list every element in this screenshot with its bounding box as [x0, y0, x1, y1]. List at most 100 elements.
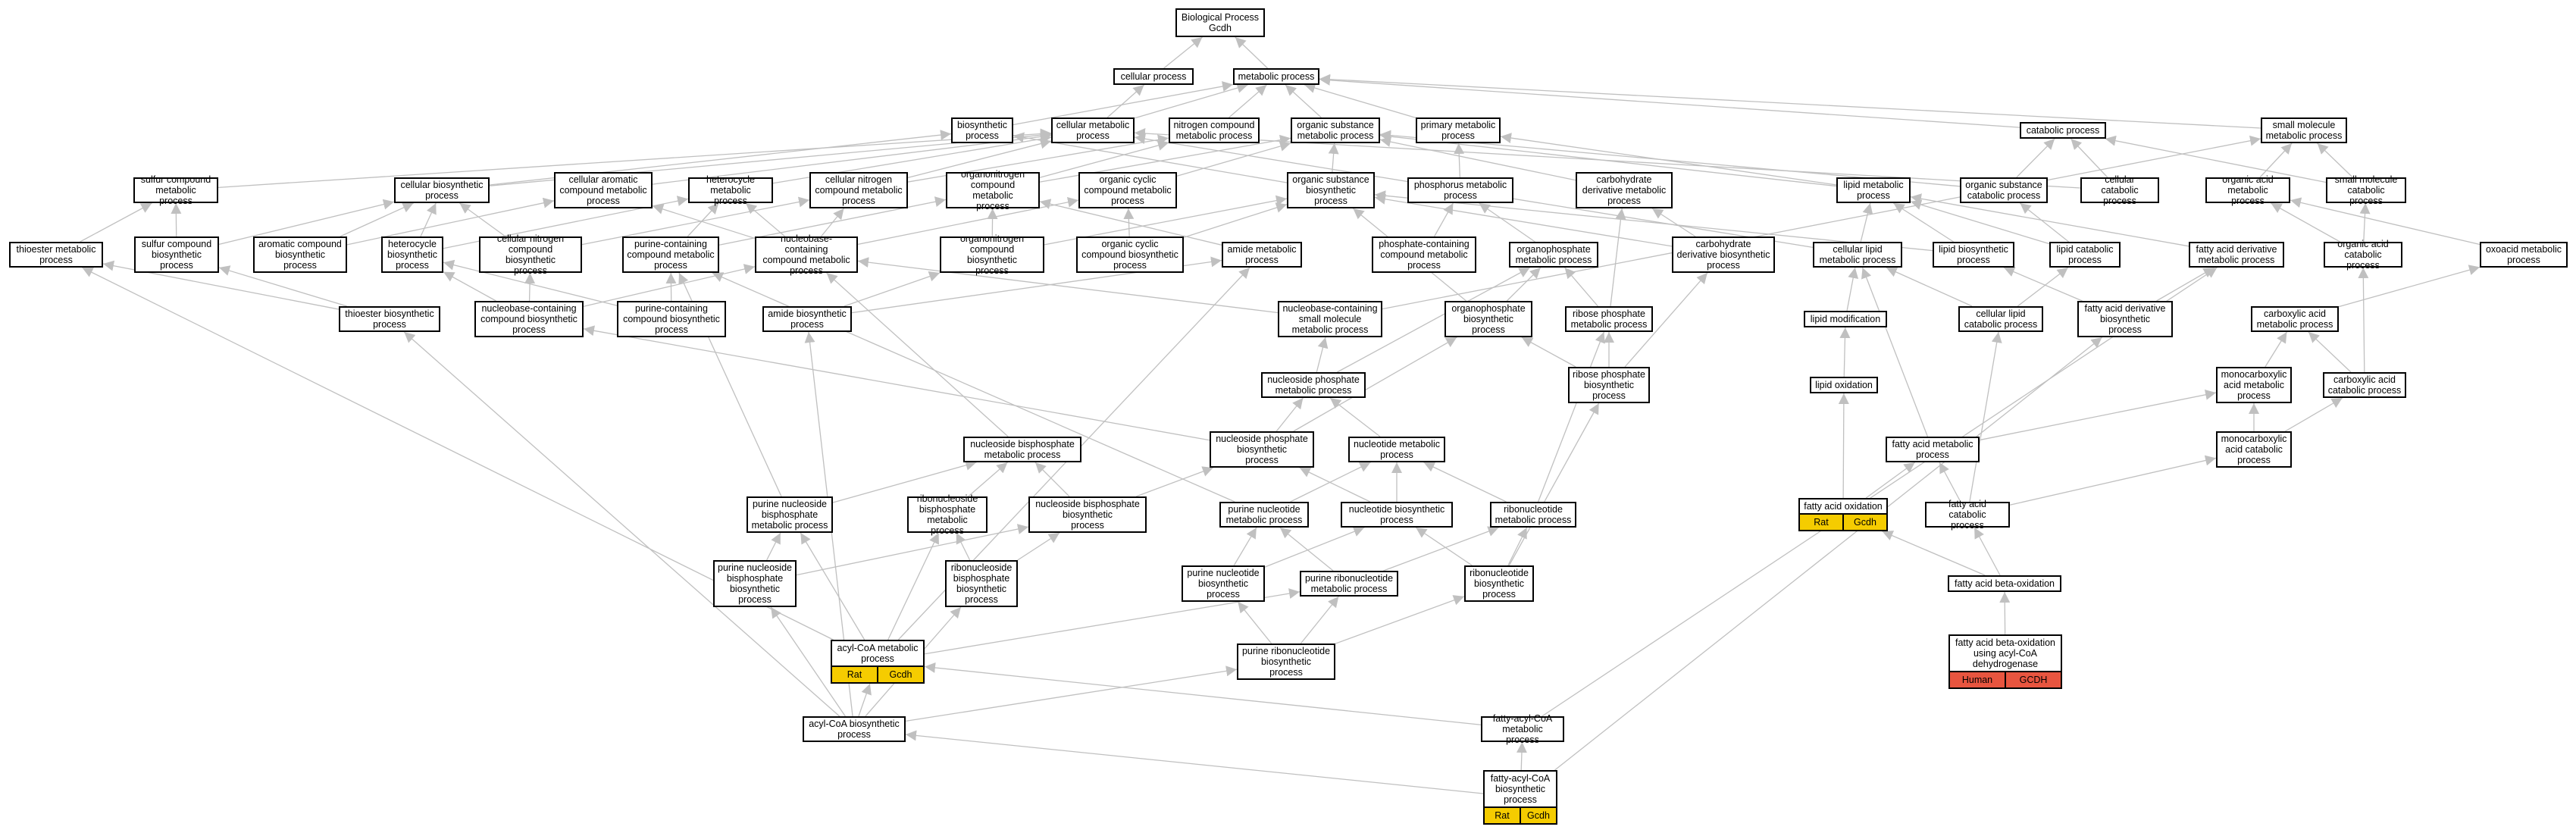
go-term-scmp[interactable]: sulfur compound metabolic process: [133, 174, 218, 206]
go-term-nbsmmp[interactable]: nucleobase-containing small molecule met…: [1278, 301, 1382, 337]
go-term-acbp[interactable]: aromatic compound biosynthetic process: [253, 236, 347, 273]
go-term-faboacd[interactable]: fatty acid beta-oxidation using acyl-CoA…: [1948, 634, 2062, 689]
go-term-acoabp[interactable]: acyl-CoA biosynthetic process: [803, 716, 906, 742]
go-term-smmp[interactable]: small molecule metabolic process: [2261, 117, 2347, 143]
go-term-nbcbp[interactable]: nucleobase-containing compound biosynthe…: [474, 301, 584, 337]
go-term-fadmp[interactable]: fatty acid derivative metabolic process: [2189, 242, 2284, 268]
edge-rpbp-to-opbp: [1521, 337, 1576, 368]
go-term-rnmp[interactable]: ribonucleotide metabolic process: [1490, 502, 1576, 528]
edge-oncmp-to-ncmp: [1039, 140, 1169, 178]
go-term-mp[interactable]: metabolic process: [1233, 68, 1319, 85]
go-term-facoamp[interactable]: fatty-acyl-CoA metabolic process: [1481, 713, 1564, 745]
go-term-lcp[interactable]: lipid catabolic process: [2049, 242, 2121, 268]
go-term-pccmp[interactable]: phosphate-containing compound metabolic …: [1372, 236, 1476, 273]
go-term-oscp[interactable]: organic substance catabolic process: [1960, 177, 2048, 203]
edge-cxamp-to-ooamp: [2338, 265, 2481, 308]
go-term-abp[interactable]: amide biosynthetic process: [762, 306, 852, 332]
go-term-bp[interactable]: Biological Process Gcdh: [1175, 8, 1265, 37]
go-term-facp[interactable]: fatty acid catabolic process: [1925, 499, 2010, 531]
go-term-nbcmp[interactable]: nucleobase-containing compound metabolic…: [755, 233, 858, 276]
go-term-chdbp[interactable]: carbohydrate derivative biosynthetic pro…: [1672, 236, 1775, 273]
edge-osmp-to-mp: [1285, 84, 1322, 118]
go-term-fabo[interactable]: fatty acid beta-oxidation: [1948, 575, 2061, 592]
go-term-cxacp[interactable]: carboxylic acid catabolic process: [2323, 372, 2406, 398]
go-term-lmp[interactable]: lipid metabolic process: [1836, 177, 1911, 203]
go-term-pcbp[interactable]: purine-containing compound biosynthetic …: [617, 301, 726, 337]
edge-fadbp-to-lbp: [2003, 267, 2083, 302]
edge-fabo-to-facp: [1973, 527, 2001, 576]
go-term-lox[interactable]: lipid oxidation: [1810, 377, 1878, 393]
go-term-opbp[interactable]: organophosphate biosynthetic process: [1445, 301, 1532, 337]
go-term-cncmp[interactable]: cellular nitrogen compound metabolic pro…: [809, 172, 908, 208]
go-term-tbp[interactable]: thioester biosynthetic process: [339, 306, 440, 332]
go-term-lbp[interactable]: lipid biosynthetic process: [1933, 242, 2014, 268]
go-term-tmp[interactable]: thioester metabolic process: [9, 242, 103, 268]
go-term-oncbp[interactable]: organonitrogen compound biosynthetic pro…: [940, 233, 1044, 276]
go-term-osmp[interactable]: organic substance metabolic process: [1291, 117, 1380, 143]
go-term-phmp[interactable]: phosphorus metabolic process: [1407, 177, 1513, 203]
go-term-nspmp[interactable]: nucleoside phosphate metabolic process: [1261, 372, 1366, 398]
go-term-label: ribonucleotide metabolic process: [1495, 504, 1572, 525]
go-term-label: purine nucleoside bisphosphate metabolic…: [751, 499, 828, 531]
go-term-oamp[interactable]: organic acid metabolic process: [2205, 174, 2290, 206]
go-term-smcp[interactable]: small molecule catabolic process: [2326, 174, 2406, 206]
go-term-fadbp[interactable]: fatty acid derivative biosynthetic proce…: [2077, 301, 2173, 337]
go-term-chdmp[interactable]: carbohydrate derivative metabolic proces…: [1576, 172, 1673, 208]
go-term-ntmp[interactable]: nucleotide metabolic process: [1348, 437, 1445, 462]
go-term-hbp[interactable]: heterocycle biosynthetic process: [381, 236, 443, 273]
edge-nspmp-to-nbsmmp: [1316, 337, 1329, 373]
go-term-ncmp[interactable]: nitrogen compound metabolic process: [1169, 117, 1260, 143]
go-term-hmp[interactable]: heterocycle metabolic process: [688, 174, 773, 206]
go-term-mcamp[interactable]: monocarboxylic acid metabolic process: [2216, 367, 2292, 403]
go-term-catp[interactable]: catabolic process: [2020, 122, 2106, 139]
go-term-pnbpbp[interactable]: purine nucleoside bisphosphate biosynthe…: [713, 560, 797, 607]
go-term-pcmp[interactable]: purine-containing compound metabolic pro…: [622, 236, 719, 273]
go-term-cxamp[interactable]: carboxylic acid metabolic process: [2251, 306, 2339, 332]
go-term-famp[interactable]: fatty acid metabolic process: [1886, 437, 1980, 462]
go-term-pnmp[interactable]: purine nucleotide metabolic process: [1219, 502, 1309, 528]
edge-pnbp-to-pnmp: [1233, 527, 1257, 566]
go-term-bsp[interactable]: biosynthetic process: [951, 117, 1013, 143]
go-term-cacmp[interactable]: cellular aromatic compound metabolic pro…: [554, 172, 653, 208]
go-term-nspbp[interactable]: nucleoside phosphate biosynthetic proces…: [1210, 431, 1314, 468]
go-term-ccp[interactable]: cellular catabolic process: [2080, 174, 2159, 206]
go-term-ntbp[interactable]: nucleotide biosynthetic process: [1341, 502, 1453, 528]
go-term-opmp[interactable]: organophosphate metabolic process: [1509, 242, 1598, 268]
go-term-cmp[interactable]: cellular metabolic process: [1051, 117, 1135, 143]
go-term-mcacp[interactable]: monocarboxylic acid catabolic process: [2216, 431, 2292, 468]
go-term-scbp[interactable]: sulfur compound biosynthetic process: [134, 236, 219, 273]
go-term-clmp[interactable]: cellular lipid metabolic process: [1813, 242, 1902, 268]
go-term-osbp[interactable]: organic substance biosynthetic process: [1287, 172, 1375, 208]
go-term-nbpmp[interactable]: nucleoside bisphosphate metabolic proces…: [963, 437, 1081, 462]
go-term-rpmp[interactable]: ribose phosphate metabolic process: [1565, 306, 1653, 332]
go-term-lmod[interactable]: lipid modification: [1804, 311, 1887, 327]
go-term-occmp[interactable]: organic cyclic compound metabolic proces…: [1078, 172, 1177, 208]
go-term-amp[interactable]: amide metabolic process: [1222, 242, 1302, 268]
go-term-rpbp[interactable]: ribose phosphate biosynthetic process: [1568, 367, 1650, 403]
go-term-label: organic cyclic compound metabolic proces…: [1084, 174, 1172, 206]
go-term-cncbp[interactable]: cellular nitrogen compound biosynthetic …: [479, 233, 582, 276]
go-term-prnmp[interactable]: purine ribonucleotide metabolic process: [1300, 571, 1398, 597]
go-term-rnbp[interactable]: ribonucleotide biosynthetic process: [1464, 565, 1534, 602]
go-term-pmp[interactable]: primary metabolic process: [1416, 117, 1501, 143]
go-term-occbp[interactable]: organic cyclic compound biosynthetic pro…: [1076, 236, 1184, 273]
edge-facoamp-to-fadmp: [1542, 267, 2218, 717]
go-term-pnbpmp[interactable]: purine nucleoside bisphosphate metabolic…: [747, 496, 833, 533]
go-term-label: ribonucleoside bisphosphate biosynthetic…: [950, 562, 1013, 605]
edge-cncbp-to-cbp: [459, 202, 506, 237]
go-term-oacp[interactable]: organic acid catabolic process: [2324, 239, 2402, 271]
go-term-ooamp[interactable]: oxoacid metabolic process: [2480, 242, 2568, 268]
go-term-rnbpmp[interactable]: ribonucleoside bisphosphate metabolic pr…: [907, 493, 988, 536]
go-term-oncmp[interactable]: organonitrogen compound metabolic proces…: [946, 169, 1040, 211]
go-term-clcp[interactable]: cellular lipid catabolic process: [1958, 306, 2043, 332]
go-term-label: biosynthetic process: [956, 120, 1007, 141]
go-term-rnbpbp[interactable]: ribonucleoside bisphosphate biosynthetic…: [945, 560, 1018, 607]
go-term-nbpbp[interactable]: nucleoside bisphosphate biosynthetic pro…: [1028, 496, 1147, 533]
go-term-cp[interactable]: cellular process: [1113, 68, 1194, 85]
go-term-pnbp[interactable]: purine nucleotide biosynthetic process: [1182, 565, 1265, 602]
go-term-prnbp[interactable]: purine ribonucleotide biosynthetic proce…: [1237, 644, 1335, 680]
go-term-cbp[interactable]: cellular biosynthetic process: [394, 177, 490, 203]
